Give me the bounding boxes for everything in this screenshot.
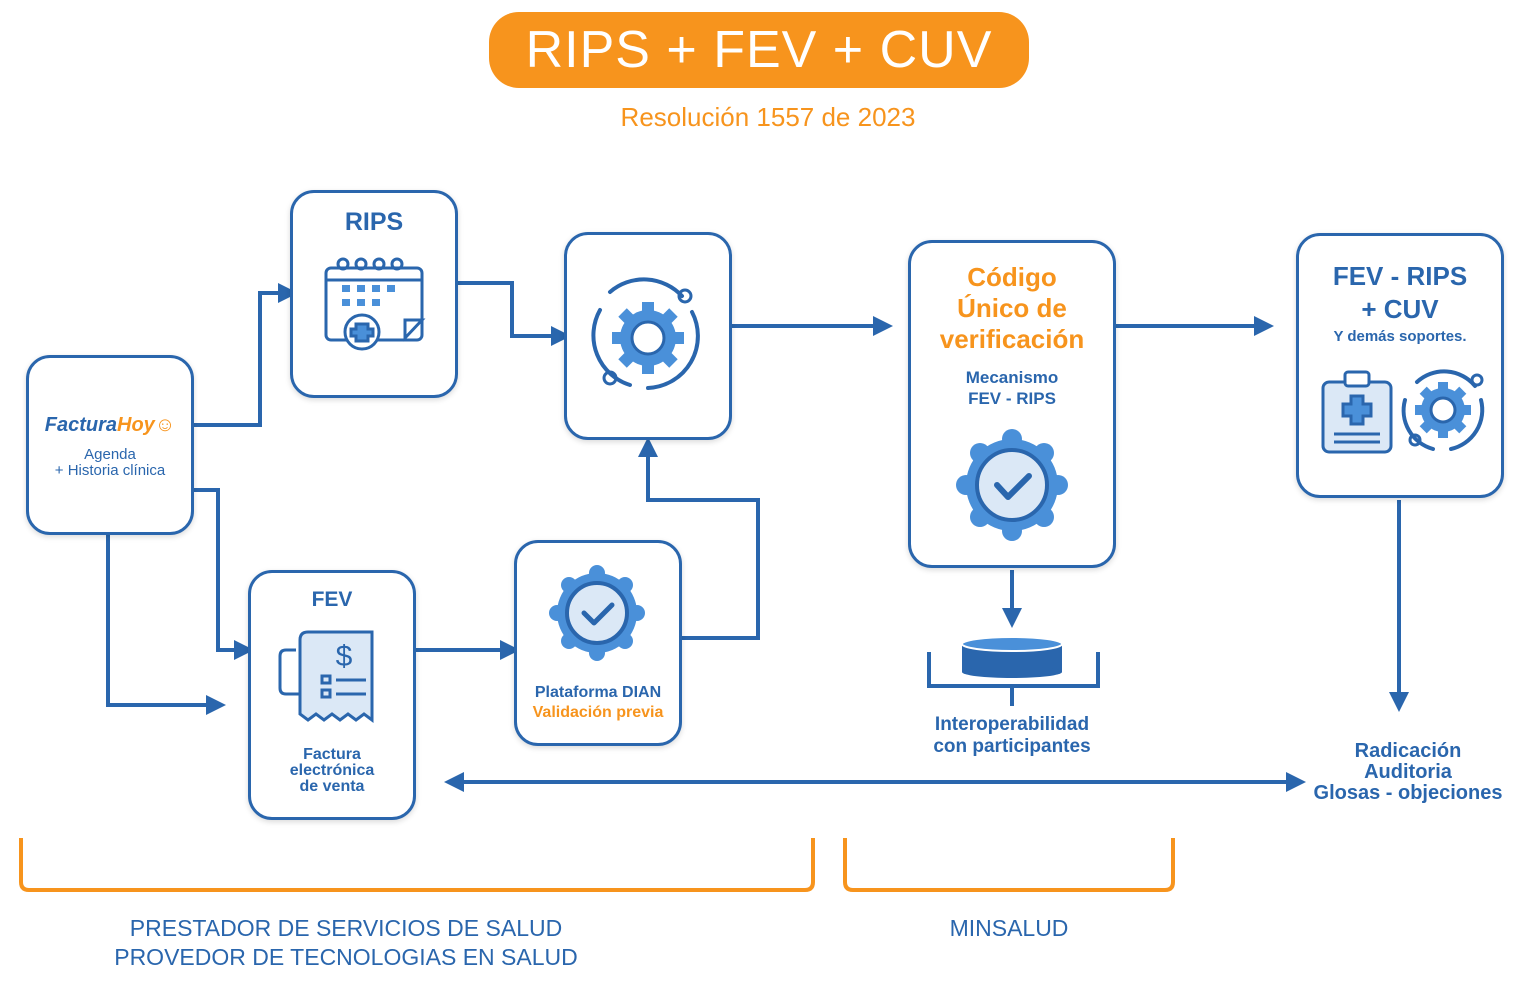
connector-rips-process [458,281,571,346]
rips-title: RIPS [344,208,404,236]
smile-icon: ☺ [154,414,176,436]
radicacion-line1: Radicación [1354,740,1462,762]
final-title-line1: FEV - RIPS [1332,261,1468,291]
final-node [1296,233,1504,498]
cuv-title-line1: Código [967,262,1057,292]
diagram-subtitle: Resolución 1557 de 2023 [620,102,916,132]
fev-title: FEV [311,588,353,611]
prestador-label-line2: PROVEDOR DE TECNOLOGIAS EN SALUD [114,944,578,970]
diagram-title: RIPS + FEV + CUV [489,12,1029,88]
dian-line2: Validación previa [532,704,664,721]
cuv-sub-line2: FEV - RIPS [968,389,1056,408]
cuv-node [908,240,1116,568]
final-sub: Y demás soportes. [1333,328,1467,345]
facturahoy-logo: FacturaHoy☺ [26,414,194,437]
cuv-sub-line1: Mecanismo [965,368,1059,387]
facturahoy-line1: Agenda [84,446,136,463]
minsalud-label: MINSALUD [949,915,1069,941]
database-line1: Interoperabilidad [934,714,1090,735]
prestador-label-line1: PRESTADOR DE SERVICIOS DE SALUD [129,915,563,941]
connector-facturahoy-rips [194,283,298,427]
database-line2: con participantes [933,736,1091,757]
bracket-prestador [19,838,815,892]
cuv-title-line2: Único de [957,293,1067,323]
facturahoy-logo-left: Factura [44,414,118,436]
radicacion-line2: Auditoria [1364,761,1452,783]
radicacion-line3: Glosas - objeciones [1313,782,1503,804]
dian-line1: Plataforma DIAN [534,684,662,701]
facturahoy-node [26,355,194,535]
connector-dian-process [638,437,760,640]
final-title-line2: + CUV [1361,294,1439,324]
cuv-title-line3: verificación [939,324,1085,354]
facturahoy-line2: + Historia clínica [54,462,166,479]
process-node [564,232,732,440]
facturahoy-logo-right: Hoy [117,414,155,436]
fev-line1: Factura [303,746,361,763]
fev-line3: de venta [299,778,365,795]
fev-line2: electrónica [289,762,375,779]
connector-facturahoy-fev [194,488,254,660]
connector-facturahoy-fev-lower [106,535,226,715]
bracket-minsalud [843,838,1175,892]
